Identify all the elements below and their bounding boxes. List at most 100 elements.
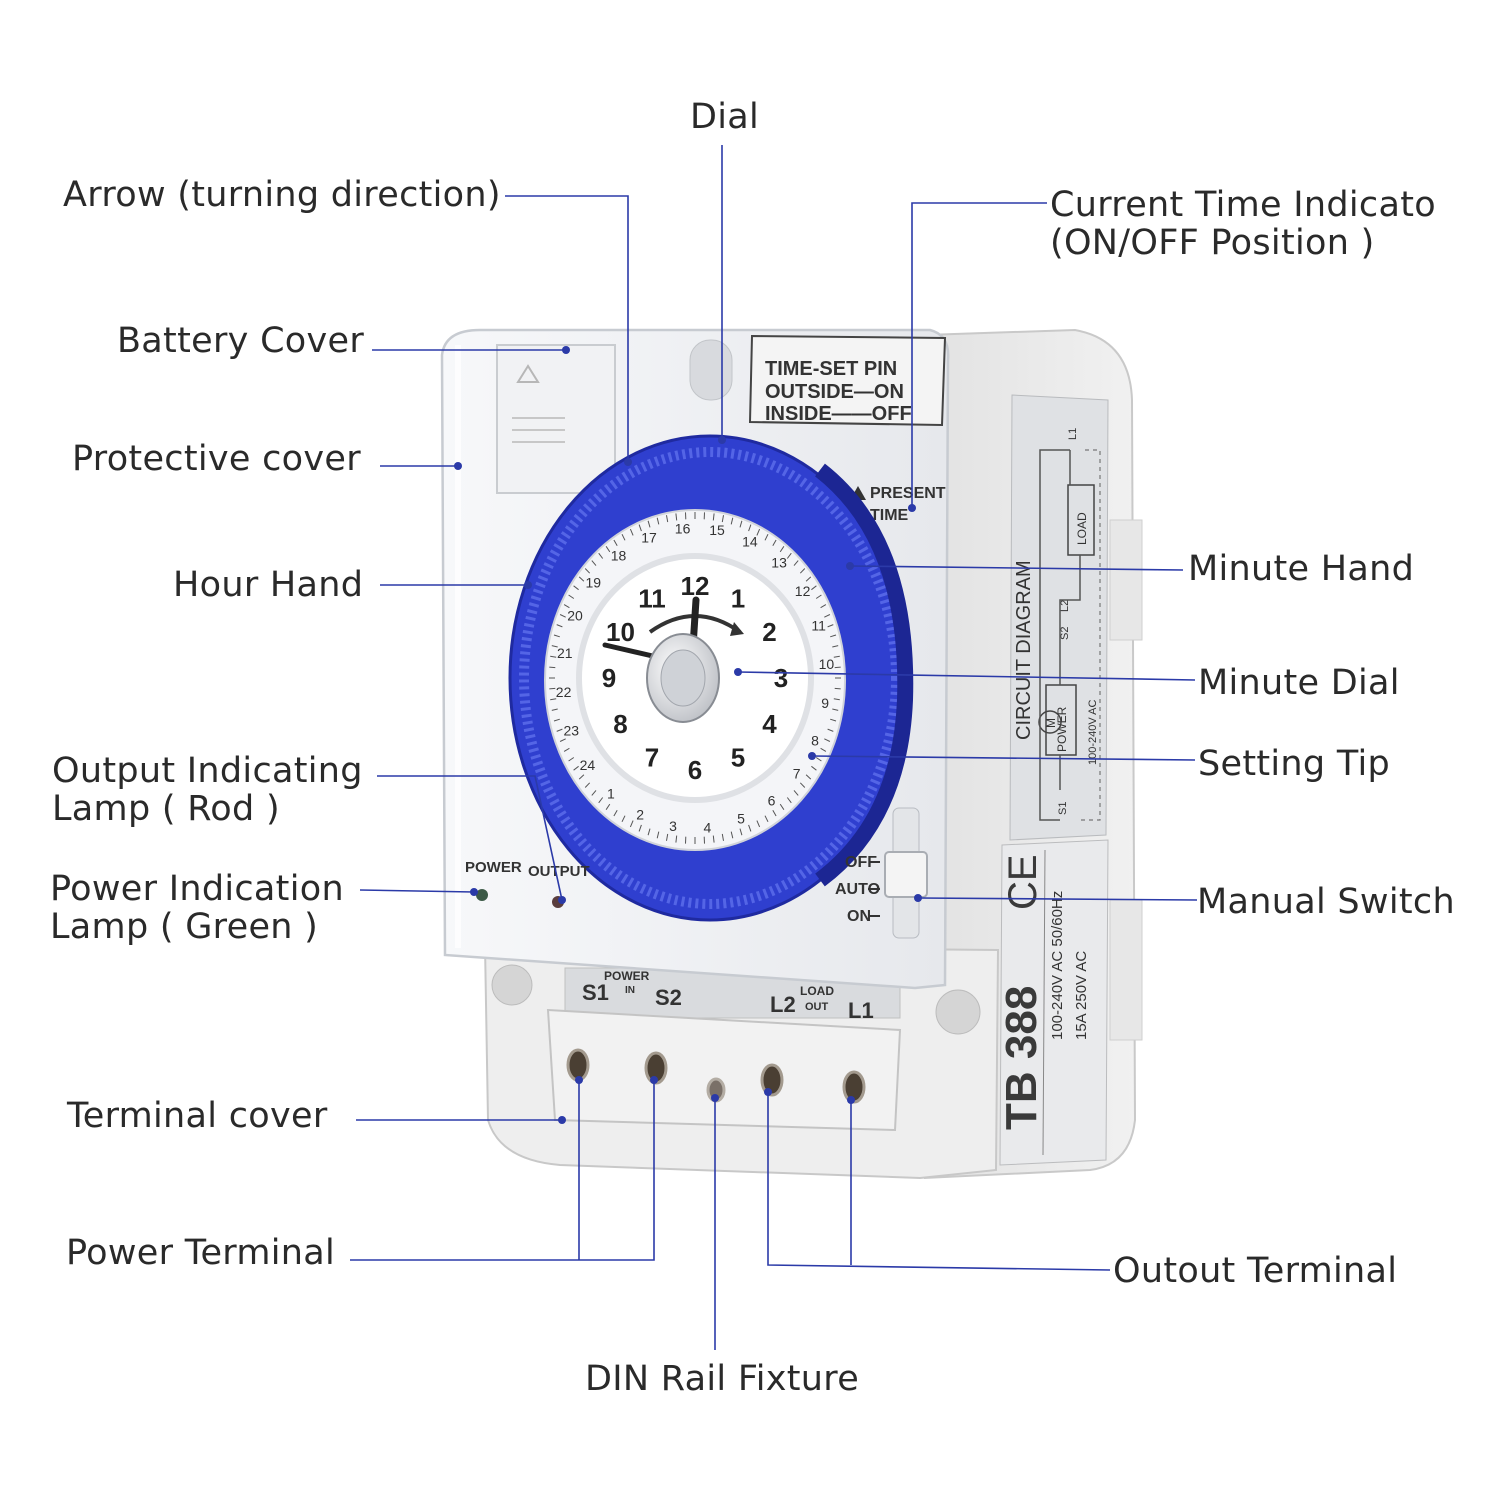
motor-symbol (1038, 710, 1062, 734)
ring-tick (748, 824, 752, 832)
ring-tick (656, 517, 660, 525)
outside-on-text: OUTSIDE—ON (765, 381, 904, 403)
ring-hour-24: 24 (580, 757, 596, 773)
clock-number-5: 5 (731, 743, 745, 773)
label-terminal-cover: Terminal cover (67, 1096, 328, 1136)
ring-tick (647, 520, 651, 528)
ring-tick (578, 576, 585, 582)
ring-hour-5: 5 (737, 811, 745, 827)
terminal-cover (546, 1008, 902, 1132)
ce-mark: CE (1001, 854, 1045, 910)
ring-tick (748, 524, 752, 532)
mounting-hole-left (491, 964, 533, 1006)
label-output-terminal: Outout Terminal (1113, 1251, 1398, 1291)
ring-tick (573, 585, 579, 591)
ring-tick (832, 708, 839, 711)
label-output-lamp-line2: Lamp ( Rod ) (52, 789, 280, 829)
ring-tick (833, 655, 840, 658)
ring-tick (772, 539, 777, 547)
ring-hour-8: 8 (811, 732, 819, 748)
ring-tick (559, 738, 566, 742)
load-box (1067, 484, 1095, 556)
circuit-diagram-text: CIRCUIT DIAGRAM (1013, 560, 1035, 740)
ring-hour-11: 11 (811, 618, 826, 634)
ring-tick (834, 687, 841, 690)
label-output-lamp-line1: Output Indicating (52, 751, 363, 791)
ring-tick (712, 835, 715, 843)
terminal-power-sub: IN (625, 985, 635, 996)
ring-tick (832, 645, 839, 648)
ring-tick (563, 604, 570, 609)
ring-tick (805, 774, 812, 780)
wire-s1-text: S1 (1057, 802, 1069, 815)
ring-tick (598, 797, 604, 804)
ring-tick (721, 515, 724, 523)
manual-switch[interactable]: OFF AUTO ON (835, 807, 928, 939)
leader-minute-dial (737, 671, 1196, 681)
ring-tick (799, 782, 806, 788)
ring-tick (764, 533, 769, 541)
leader-output-terminal (767, 1092, 1111, 1271)
wire-l2-text: L2 (1059, 600, 1071, 612)
ring-tick (553, 634, 560, 638)
ring-tick (551, 645, 558, 648)
ring-hour-18: 18 (611, 548, 627, 564)
clock-number-6: 6 (688, 755, 702, 785)
power-box (1045, 684, 1077, 756)
ring-hour-19: 19 (586, 574, 602, 590)
label-current-time-line2: (ON/OFF Position ) (1050, 223, 1375, 263)
switch-auto-label: AUTO (835, 881, 880, 898)
ring-tick (550, 698, 557, 701)
ring-hour-13: 13 (771, 554, 787, 570)
label-hour-hand: Hour Hand (173, 565, 364, 605)
clock-number-1: 1 (731, 583, 745, 613)
leader-power-terminal (350, 1080, 655, 1261)
ring-tick (824, 738, 831, 742)
terminal-l1-label: L1 (848, 998, 874, 1023)
ring-hour-23: 23 (564, 722, 580, 738)
circuit-diagram-plate: CIRCUIT DIAGRAM LOAD POWER 100-240V AC L… (1009, 394, 1109, 841)
clock-number-4: 4 (762, 709, 777, 739)
mounting-hole-right (935, 989, 981, 1035)
ring-tick (605, 546, 611, 553)
ring-tick (834, 666, 841, 669)
ring-tick (730, 831, 734, 839)
clock-number-11: 11 (638, 583, 666, 613)
leader-minute-hand (849, 565, 1184, 571)
ring-hour-12: 12 (795, 583, 811, 599)
ring-tick (827, 624, 834, 628)
spec-row1: 100-240V AC 50/60Hz (1049, 891, 1066, 1040)
inside-off-text: INSIDE——OFF (765, 403, 912, 425)
ring-tick (799, 568, 806, 574)
ring-tick (666, 515, 669, 523)
label-setting-tip: Setting Tip (1198, 744, 1390, 784)
ring-tick (764, 815, 769, 823)
ring-tick (638, 824, 642, 832)
ring-tick (656, 831, 660, 839)
ring-tick (815, 594, 822, 599)
ring-hour-4: 4 (704, 819, 712, 835)
ring-tick (549, 666, 556, 669)
label-manual-switch: Manual Switch (1197, 882, 1455, 922)
ring-tick (550, 655, 557, 658)
ring-tick (830, 718, 837, 722)
label-minute-hand: Minute Hand (1188, 549, 1415, 589)
ring-tick (621, 815, 626, 823)
ring-tick (559, 614, 566, 618)
ring-tick (578, 774, 585, 780)
ring-tick (820, 604, 827, 609)
ring-tick (584, 568, 591, 574)
spec-row2: 15A 250V AC (1073, 951, 1090, 1040)
ring-tick (556, 624, 563, 628)
leader-setting-tip (811, 755, 1196, 761)
ring-tick (739, 828, 743, 836)
voltage-rating-text: 100-240V AC (1087, 700, 1099, 765)
ring-tick (805, 576, 812, 582)
ring-tick (551, 708, 558, 711)
power-lamp-label: POWER (465, 859, 522, 876)
ring-tick (591, 560, 597, 566)
leader-manual-switch (917, 897, 1198, 901)
ring-tick (563, 747, 570, 752)
